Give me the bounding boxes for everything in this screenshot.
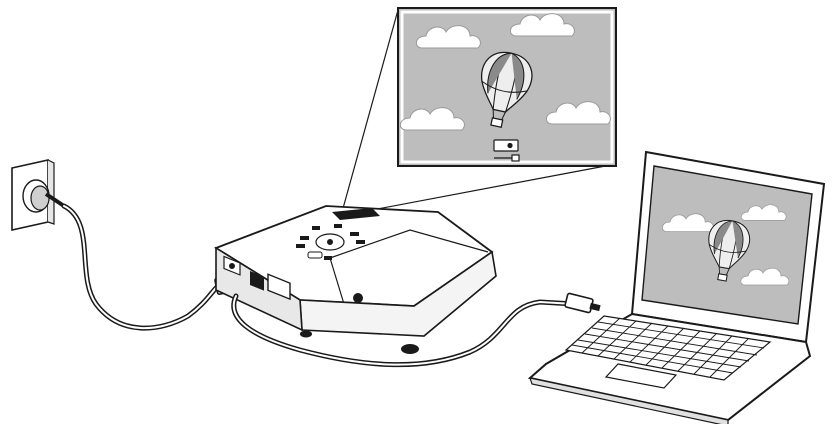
projected-image-callout bbox=[398, 8, 616, 166]
usb-display-icon bbox=[494, 140, 519, 161]
laptop bbox=[530, 152, 824, 424]
power-cable bbox=[46, 194, 243, 328]
usb-plug bbox=[565, 293, 594, 313]
